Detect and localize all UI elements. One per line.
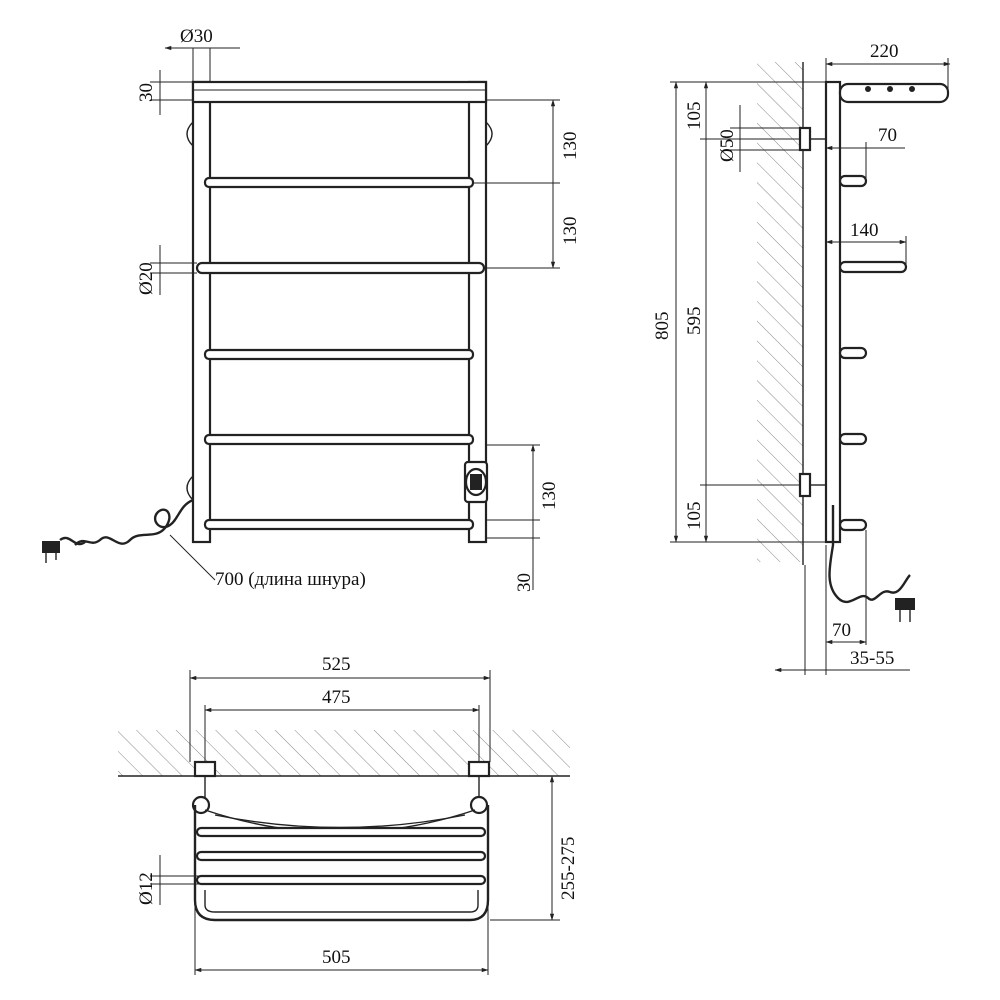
dim-diameter-30: Ø30 xyxy=(180,26,213,47)
rung xyxy=(203,176,475,189)
top-view: 525 475 255-275 Ø12 505 xyxy=(118,654,579,975)
top-shelf xyxy=(191,80,488,104)
dim-505: 505 xyxy=(322,947,351,968)
dim-35-55: 35-55 xyxy=(850,648,894,669)
dim-diameter-20: Ø20 xyxy=(136,262,157,295)
wall-section xyxy=(757,62,803,562)
rung xyxy=(203,518,475,531)
dim-70-bottom: 70 xyxy=(832,620,851,641)
power-cord xyxy=(74,498,194,546)
dim-140: 140 xyxy=(850,220,879,241)
dim-255-275: 255-275 xyxy=(558,837,579,900)
top-shelf-side xyxy=(838,82,950,104)
front-view: Ø30 30 130 130 Ø20 130 30 700 (длина шну… xyxy=(42,26,581,592)
dim-220: 220 xyxy=(870,41,899,62)
basket-outline xyxy=(193,805,490,922)
rung xyxy=(203,348,475,361)
side-view: 220 805 105 595 105 Ø50 70 140 70 35- xyxy=(652,41,951,675)
dim-525: 525 xyxy=(322,654,351,675)
dim-diameter-50: Ø50 xyxy=(717,129,738,162)
wall-section-top xyxy=(118,730,570,776)
heater-control-icon xyxy=(463,460,489,504)
rung xyxy=(203,433,475,446)
dim-105-top: 105 xyxy=(684,102,705,131)
dim-70-top: 70 xyxy=(878,125,897,146)
dim-130-b: 130 xyxy=(560,217,581,246)
plug-side-icon xyxy=(895,598,915,622)
dim-30-bottom: 30 xyxy=(514,573,535,592)
cord-length-note: 700 (длина шнура) xyxy=(215,569,366,590)
power-cord-side xyxy=(828,505,911,604)
plug-icon xyxy=(42,541,60,563)
dim-105-bottom: 105 xyxy=(684,502,705,531)
dim-805: 805 xyxy=(652,312,673,341)
dim-30-top: 30 xyxy=(136,83,157,102)
left-post xyxy=(191,80,212,544)
dim-130-c: 130 xyxy=(539,482,560,511)
dim-130-a: 130 xyxy=(560,132,581,161)
rung xyxy=(195,261,486,275)
dim-475: 475 xyxy=(322,687,351,708)
dim-diameter-12: Ø12 xyxy=(136,872,157,905)
dim-595: 595 xyxy=(684,307,705,336)
